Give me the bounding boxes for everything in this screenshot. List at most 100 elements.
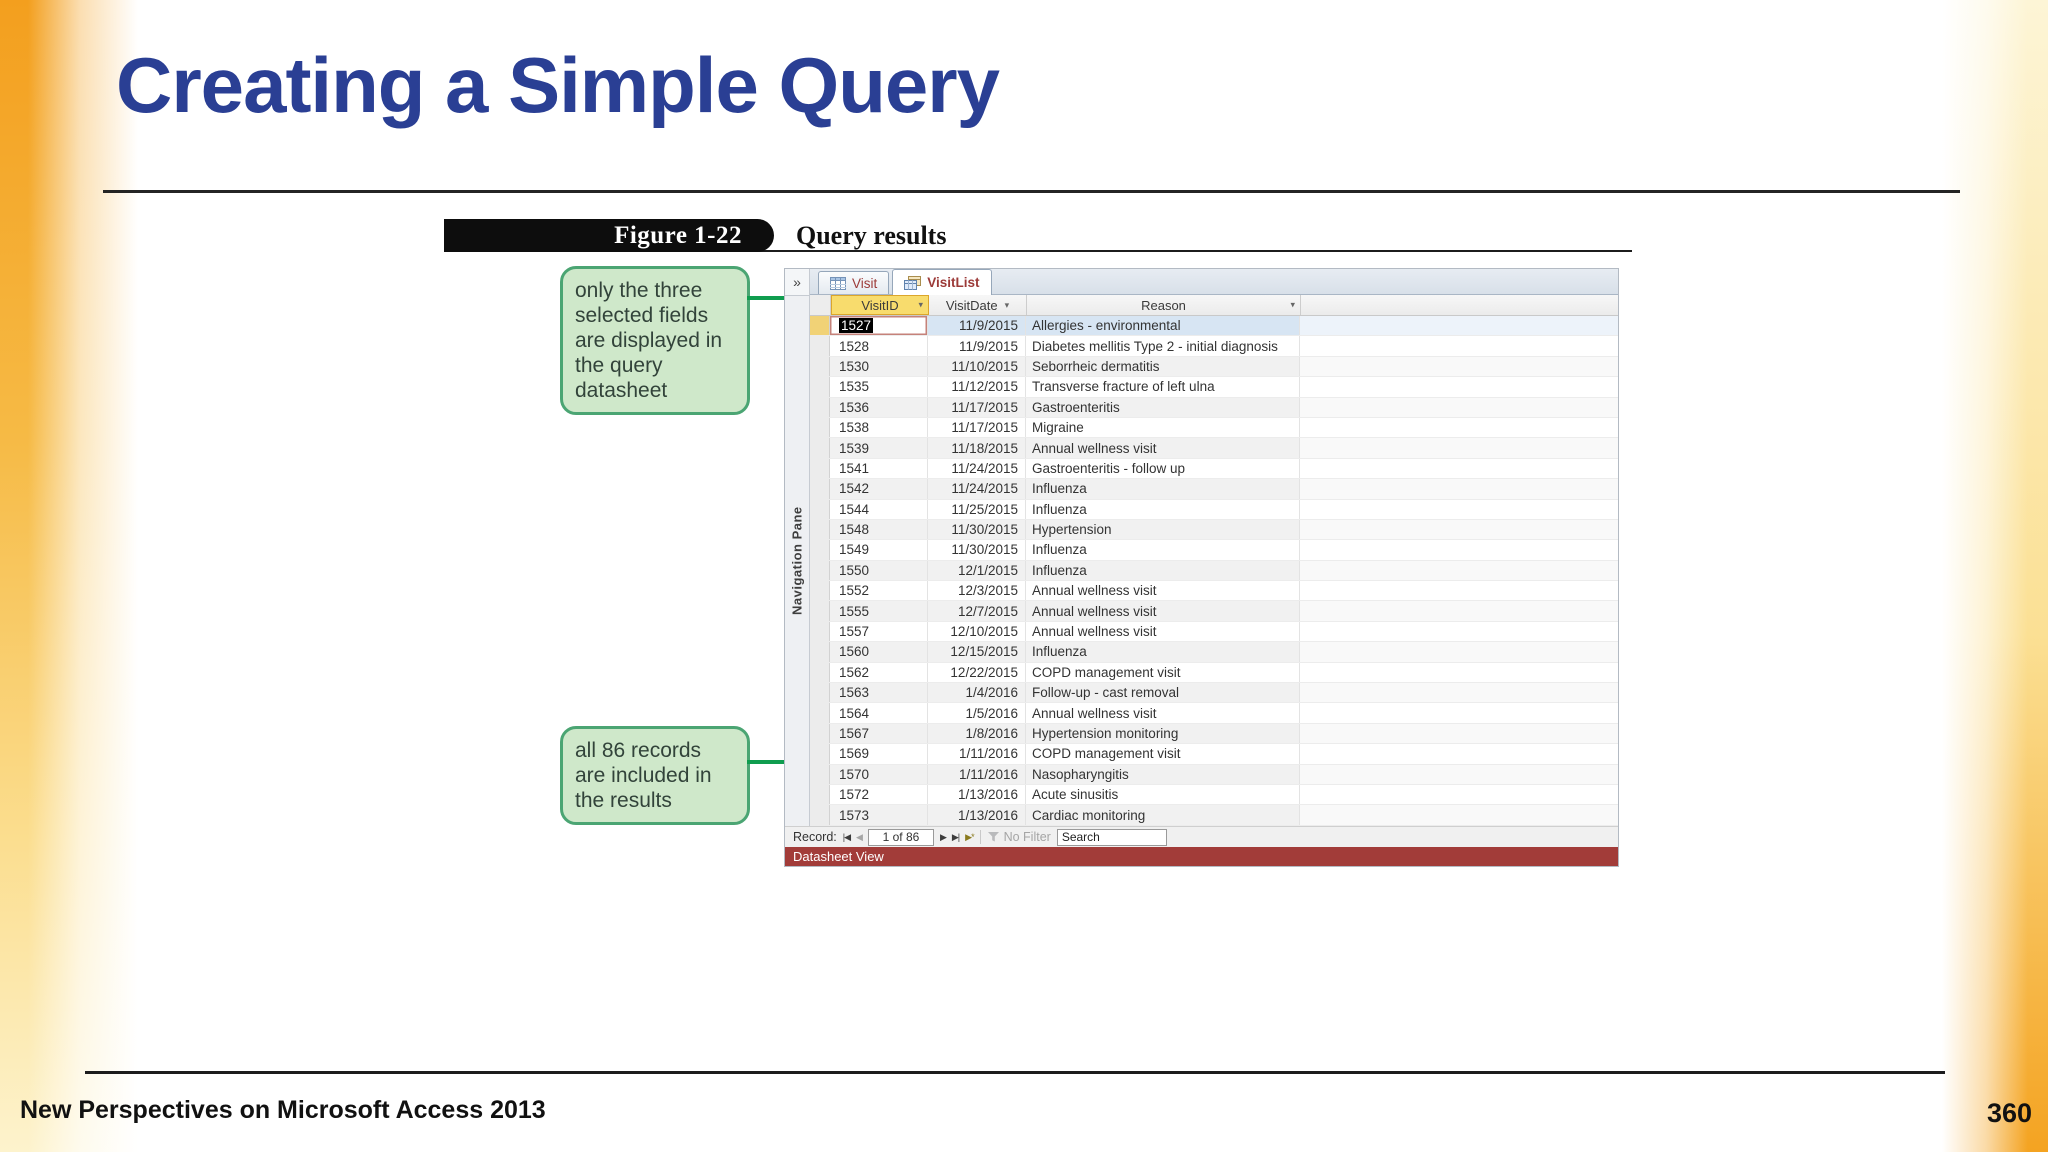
cell-visitid[interactable]: 1538	[830, 417, 928, 438]
cell-visitid[interactable]: 1552	[830, 581, 928, 601]
cell-visitid[interactable]: 1572	[830, 784, 928, 805]
table-row[interactable]: 1557 12/10/2015 Annual wellness visit	[810, 621, 1618, 643]
cell-visitdate[interactable]: 12/15/2015	[928, 642, 1026, 662]
cell-reason[interactable]: Gastroenteritis - follow up	[1026, 458, 1300, 479]
cell-reason[interactable]: Nasopharyngitis	[1026, 764, 1300, 784]
new-record-icon[interactable]: ▶*	[965, 831, 974, 842]
column-header-reason[interactable]: Reason ▾	[1027, 295, 1301, 315]
tab-visitlist[interactable]: VisitList	[892, 269, 992, 295]
table-row[interactable]: 1527 11/9/2015 Allergies - environmental	[810, 316, 1618, 337]
cell-visitid[interactable]: 1563	[830, 683, 928, 703]
cell-reason[interactable]: Influenza	[1026, 642, 1300, 662]
cell-visitid[interactable]: 1544	[830, 499, 928, 519]
dropdown-arrow-icon[interactable]: ▾	[1290, 299, 1295, 310]
cell-reason[interactable]: Influenza	[1026, 499, 1300, 519]
cell-visitdate[interactable]: 11/24/2015	[928, 458, 1026, 479]
table-row[interactable]: 1536 11/17/2015 Gastroenteritis	[810, 397, 1618, 418]
cell-reason[interactable]: Follow-up - cast removal	[1026, 683, 1300, 703]
cell-visitdate[interactable]: 12/10/2015	[928, 621, 1026, 642]
cell-visitid[interactable]: 1570	[830, 764, 928, 784]
table-row[interactable]: 1541 11/24/2015 Gastroenteritis - follow…	[810, 458, 1618, 480]
cell-reason[interactable]: Influenza	[1026, 540, 1300, 560]
table-row[interactable]: 1560 12/15/2015 Influenza	[810, 642, 1618, 663]
cell-visitid[interactable]: 1530	[830, 356, 928, 377]
cell-reason[interactable]: Acute sinusitis	[1026, 784, 1300, 805]
row-selector[interactable]	[810, 642, 830, 662]
cell-visitdate[interactable]: 11/30/2015	[928, 540, 1026, 560]
row-selector[interactable]	[810, 560, 830, 581]
cell-visitdate[interactable]: 11/30/2015	[928, 519, 1026, 540]
cell-reason[interactable]: COPD management visit	[1026, 662, 1300, 683]
cell-visitid[interactable]: 1557	[830, 621, 928, 642]
cell-visitid[interactable]: 1567	[830, 723, 928, 744]
table-row[interactable]: 1573 1/13/2016 Cardiac monitoring	[810, 805, 1618, 826]
table-row[interactable]: 1567 1/8/2016 Hypertension monitoring	[810, 723, 1618, 745]
table-row[interactable]: 1570 1/11/2016 Nasopharyngitis	[810, 764, 1618, 785]
cell-visitid[interactable]: 1541	[830, 458, 928, 479]
table-row[interactable]: 1563 1/4/2016 Follow-up - cast removal	[810, 683, 1618, 704]
cell-visitdate[interactable]: 1/13/2016	[928, 784, 1026, 805]
row-selector[interactable]	[810, 805, 830, 825]
row-selector[interactable]	[810, 764, 830, 784]
nav-pane-expand-button[interactable]: »	[785, 269, 809, 296]
cell-visitid[interactable]: 1560	[830, 642, 928, 662]
row-selector[interactable]	[810, 540, 830, 560]
cell-visitdate[interactable]: 12/1/2015	[928, 560, 1026, 581]
search-input[interactable]	[1056, 828, 1167, 846]
row-selector[interactable]	[810, 377, 830, 397]
table-row[interactable]: 1535 11/12/2015 Transverse fracture of l…	[810, 377, 1618, 398]
cell-reason[interactable]: Gastroenteritis	[1026, 397, 1300, 417]
row-selector[interactable]	[810, 479, 830, 499]
table-row[interactable]: 1542 11/24/2015 Influenza	[810, 479, 1618, 500]
table-row[interactable]: 1550 12/1/2015 Influenza	[810, 560, 1618, 582]
table-row[interactable]: 1544 11/25/2015 Influenza	[810, 499, 1618, 520]
cell-reason[interactable]: Hypertension monitoring	[1026, 723, 1300, 744]
next-record-icon[interactable]: ▶	[939, 831, 947, 842]
cell-visitdate[interactable]: 1/13/2016	[928, 805, 1026, 825]
dropdown-arrow-icon[interactable]: ▾	[1004, 299, 1010, 310]
cell-visitdate[interactable]: 1/11/2016	[928, 764, 1026, 784]
table-row[interactable]: 1555 12/7/2015 Annual wellness visit	[810, 601, 1618, 622]
row-selector[interactable]	[810, 417, 830, 438]
record-position-box[interactable]: 1 of 86	[867, 828, 934, 846]
cell-reason[interactable]: Influenza	[1026, 479, 1300, 499]
cell-reason[interactable]: Migraine	[1026, 417, 1300, 438]
cell-visitid[interactable]: 1528	[830, 336, 928, 356]
cell-visitdate[interactable]: 11/17/2015	[928, 417, 1026, 438]
cell-visitid[interactable]: 1535	[830, 377, 928, 397]
row-selector[interactable]	[810, 601, 830, 621]
row-selector[interactable]	[810, 581, 830, 601]
row-selector[interactable]	[810, 397, 830, 417]
row-selector[interactable]	[810, 499, 830, 519]
cell-visitdate[interactable]: 1/5/2016	[928, 703, 1026, 723]
cell-visitid[interactable]: 1562	[830, 662, 928, 683]
cell-visitid[interactable]: 1564	[830, 703, 928, 723]
table-row[interactable]: 1552 12/3/2015 Annual wellness visit	[810, 581, 1618, 602]
cell-visitid[interactable]: 1573	[830, 805, 928, 825]
first-record-icon[interactable]: |◀	[842, 831, 851, 842]
cell-visitid[interactable]: 1542	[830, 479, 928, 499]
column-header-visitid[interactable]: VisitID ▾	[831, 295, 929, 315]
cell-reason[interactable]: Influenza	[1026, 560, 1300, 581]
cell-visitdate[interactable]: 12/22/2015	[928, 662, 1026, 683]
dropdown-arrow-icon[interactable]: ▾	[918, 299, 923, 310]
table-row[interactable]: 1572 1/13/2016 Acute sinusitis	[810, 784, 1618, 806]
row-selector[interactable]	[810, 621, 830, 642]
row-selector[interactable]	[810, 784, 830, 805]
cell-visitid[interactable]: 1539	[830, 438, 928, 458]
table-row[interactable]: 1539 11/18/2015 Annual wellness visit	[810, 438, 1618, 459]
table-row[interactable]: 1562 12/22/2015 COPD management visit	[810, 662, 1618, 684]
cell-visitdate[interactable]: 1/4/2016	[928, 683, 1026, 703]
row-selector[interactable]	[810, 336, 830, 356]
row-selector[interactable]	[810, 723, 830, 744]
table-row[interactable]: 1530 11/10/2015 Seborrheic dermatitis	[810, 356, 1618, 378]
row-selector[interactable]	[810, 316, 830, 336]
cell-reason[interactable]: Allergies - environmental	[1026, 316, 1300, 336]
cell-visitdate[interactable]: 11/18/2015	[928, 438, 1026, 458]
column-header-visitdate[interactable]: VisitDate ▾	[929, 295, 1027, 315]
row-selector[interactable]	[810, 683, 830, 703]
cell-reason[interactable]: Seborrheic dermatitis	[1026, 356, 1300, 377]
table-row[interactable]: 1549 11/30/2015 Influenza	[810, 540, 1618, 561]
cell-reason[interactable]: Transverse fracture of left ulna	[1026, 377, 1300, 397]
no-filter-toggle[interactable]: No Filter	[987, 830, 1051, 844]
